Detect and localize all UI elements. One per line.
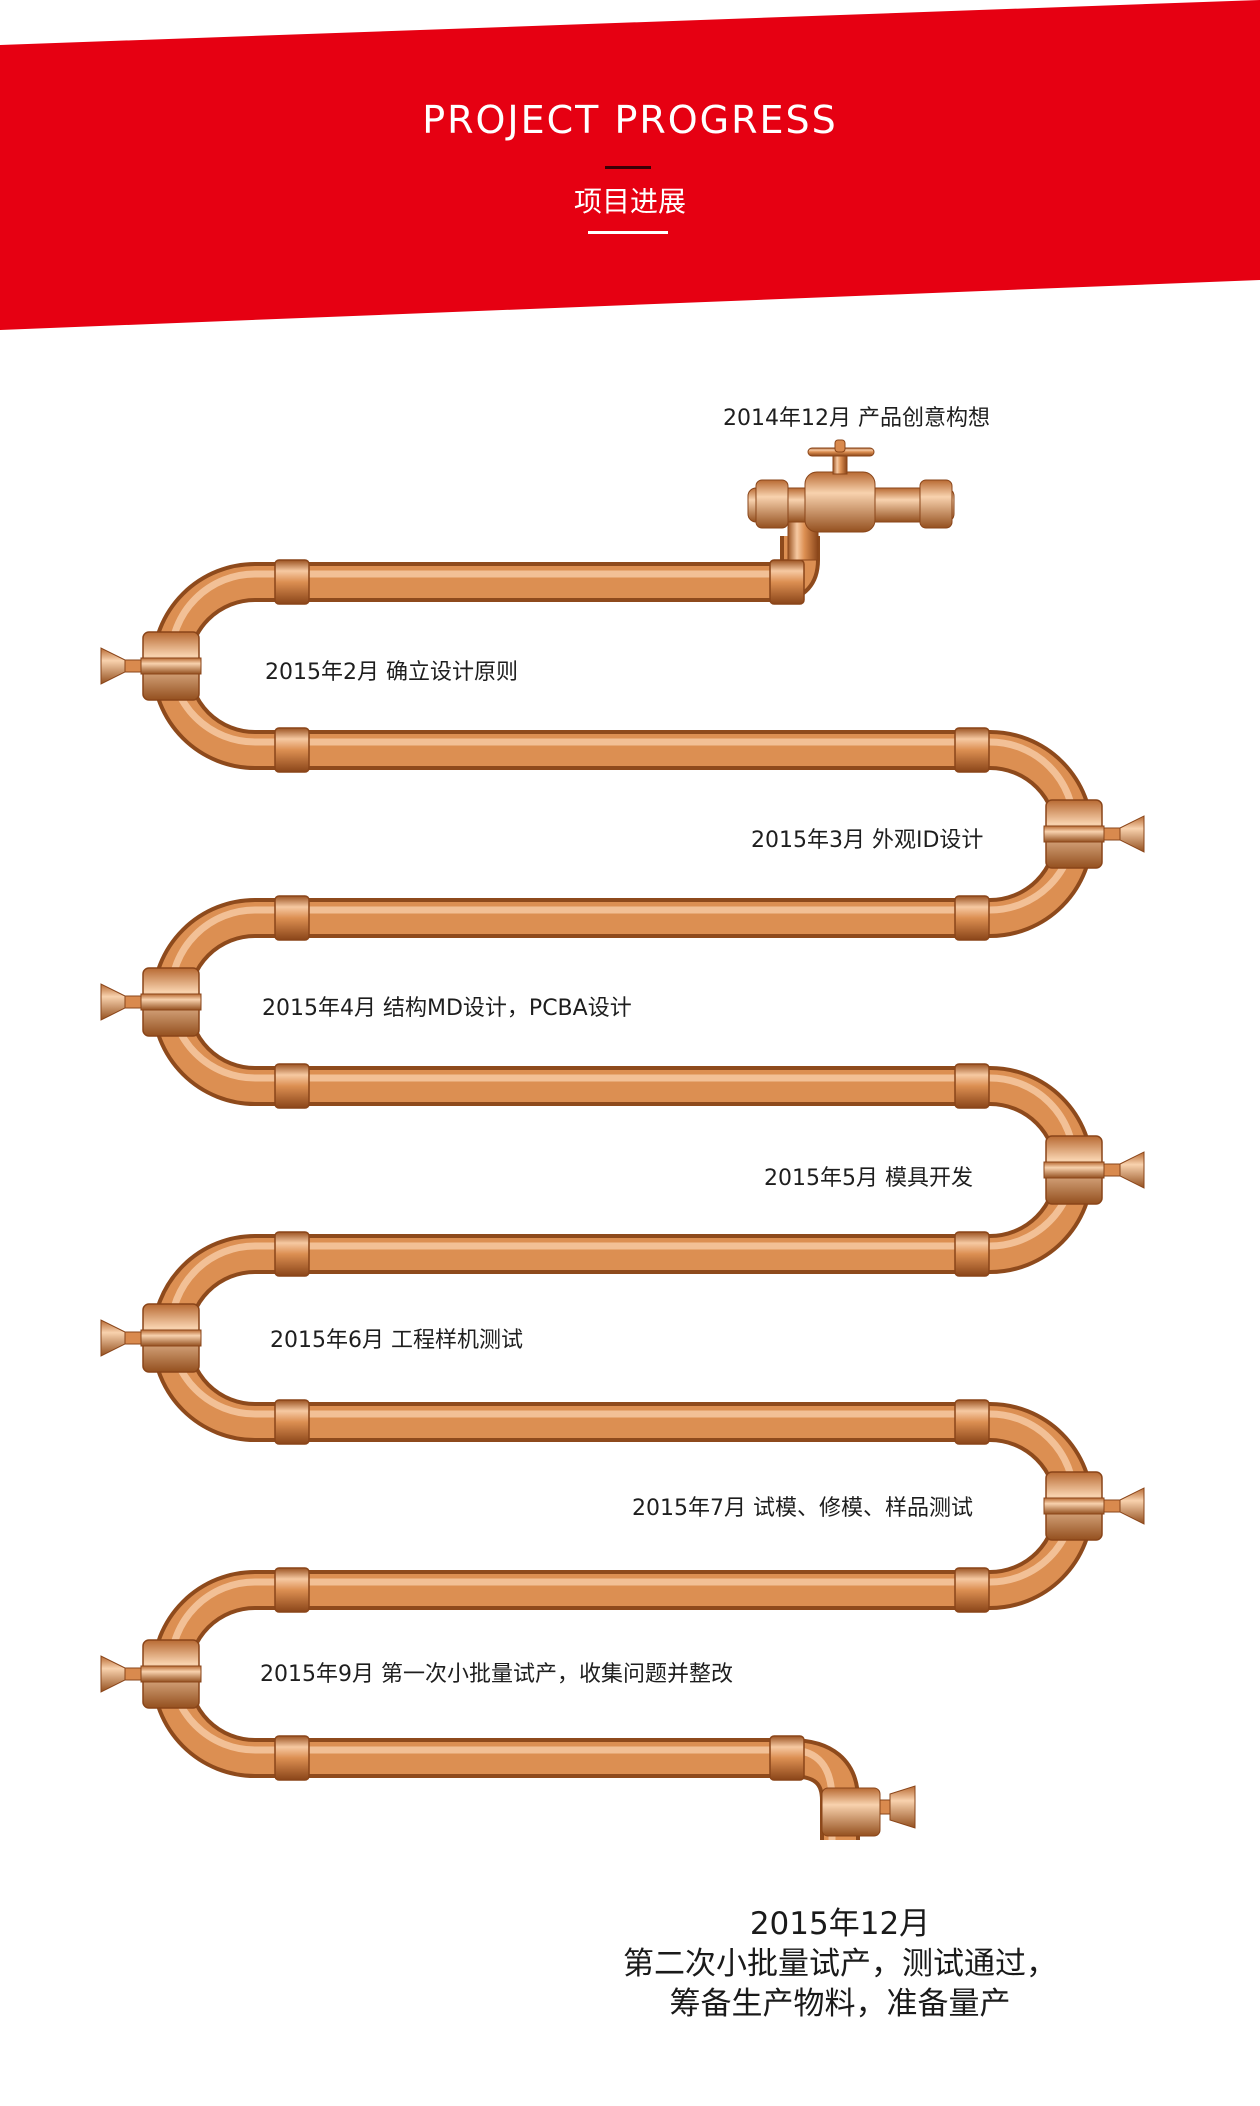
- pipe-coupling: [954, 1567, 990, 1613]
- pipe-coupling: [274, 895, 310, 941]
- pipe-coupling: [274, 1735, 310, 1781]
- valve-icon: [100, 631, 202, 701]
- pipe-coupling: [274, 1231, 310, 1277]
- pipe-coupling: [954, 1231, 990, 1277]
- page-title: PROJECT PROGRESS: [422, 98, 838, 142]
- milestone-3: 2015年3月 外观ID设计: [751, 828, 984, 853]
- page-subtitle: 项目进展: [573, 185, 686, 218]
- pipe-coupling: [274, 1567, 310, 1613]
- pipe-valves: [100, 631, 1145, 1709]
- valve-icon: [1043, 799, 1145, 869]
- valve-icon: [100, 1303, 202, 1373]
- milestone-2: 2015年2月 确立设计原则: [265, 660, 519, 685]
- banner-background: [0, 0, 1260, 330]
- pipe-coupling: [274, 1399, 310, 1445]
- valve-icon: [100, 967, 202, 1037]
- valve-icon: [1043, 1471, 1145, 1541]
- pipe-coupling: [954, 1063, 990, 1109]
- final-milestone: 2015年12月 第二次小批量试产，测试通过， 筹备生产物料，准备量产: [560, 1904, 1120, 2024]
- valve-icon: [1043, 1135, 1145, 1205]
- final-line-2: 筹备生产物料，准备量产: [669, 1986, 1011, 2022]
- pipe-coupling: [769, 1735, 805, 1781]
- pipe-couplings: [274, 559, 990, 1781]
- subtitle-underline: [588, 231, 668, 234]
- faucet: [747, 439, 955, 561]
- milestone-5: 2015年5月 模具开发: [764, 1166, 974, 1191]
- milestone-8: 2015年9月 第一次小批量试产，收集问题并整改: [260, 1662, 734, 1687]
- final-line-1: 第二次小批量试产，测试通过，: [623, 1946, 1057, 1982]
- pipe-coupling: [274, 1063, 310, 1109]
- pipe-coupling: [954, 895, 990, 941]
- title-divider: [605, 166, 651, 169]
- pipe-coupling: [769, 559, 805, 605]
- milestone-6: 2015年6月 工程样机测试: [270, 1328, 524, 1353]
- milestone-4: 2015年4月 结构MD设计，PCBA设计: [262, 996, 632, 1021]
- pipe-coupling: [954, 1399, 990, 1445]
- valve-icon: [100, 1639, 202, 1709]
- milestone-1: 2014年12月 产品创意构想: [723, 406, 990, 431]
- end-valve: [821, 1785, 916, 1837]
- pipe-coupling: [274, 727, 310, 773]
- pipe-coupling: [954, 727, 990, 773]
- header-banner: PROJECT PROGRESS 项目进展: [0, 0, 1260, 340]
- pipe-coupling: [274, 559, 310, 605]
- final-date: 2015年12月: [749, 1906, 931, 1942]
- milestone-7: 2015年7月 试模、修模、样品测试: [632, 1496, 974, 1521]
